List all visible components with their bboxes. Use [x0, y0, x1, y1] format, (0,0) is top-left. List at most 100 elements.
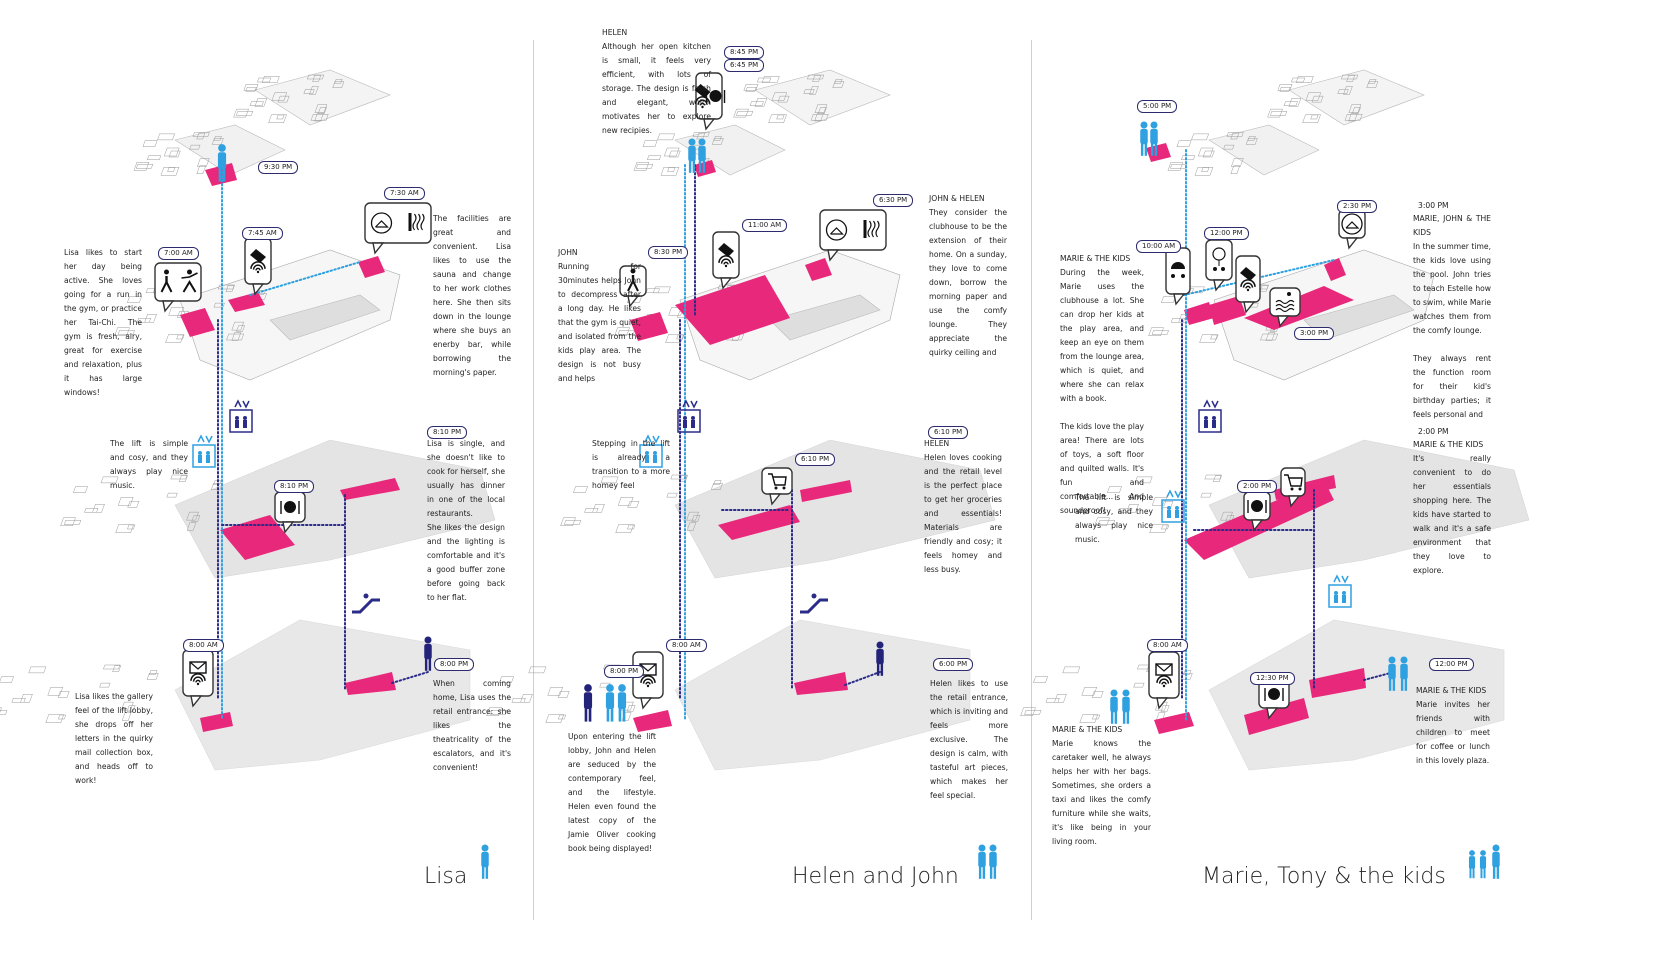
plan-detail: [692, 132, 710, 137]
plan-detail: [277, 95, 290, 103]
pool-icon: [1275, 303, 1295, 309]
highlight-zone: [1209, 296, 1246, 325]
plan-detail: [1045, 698, 1060, 703]
helen-lift-text: Stepping in the lift is already a transi…: [592, 439, 670, 490]
lisa-lift-text: The lift is simple and cosy, and they al…: [110, 439, 188, 490]
plan-detail: [1170, 318, 1186, 323]
steam-icon: [416, 213, 421, 231]
plan-detail: [757, 77, 772, 83]
person-icon: [989, 844, 997, 852]
plan-detail: [196, 132, 206, 140]
person-icon: [1388, 663, 1396, 680]
plan-detail: [1204, 474, 1222, 480]
lift-icon: [192, 444, 216, 468]
clubhouse-pool-area: [269, 294, 381, 341]
title-lisa: Lisa: [424, 864, 468, 889]
wifi-icon: [697, 99, 708, 105]
lift-icon: [1198, 409, 1222, 433]
steam-icon: [875, 220, 880, 238]
lift-icon: [198, 455, 202, 463]
person-icon: [1469, 850, 1475, 856]
person-icon: [1400, 677, 1404, 691]
callout-pointer: [627, 295, 640, 308]
person-icon: [876, 648, 884, 665]
plan-detail: [584, 508, 599, 513]
person-icon: [485, 865, 489, 879]
plan-detail: [166, 492, 178, 498]
plan-detail: [236, 325, 246, 332]
person-icon: [1468, 856, 1476, 869]
plan-detail: [1368, 79, 1377, 84]
plan-detail: [1270, 111, 1288, 116]
plan-detail: [160, 167, 180, 176]
wifi-icon: [192, 676, 204, 682]
wifi-icon: [1161, 681, 1167, 685]
lift-icon: [235, 416, 239, 420]
callout-pointer: [372, 242, 385, 255]
person-icon: [1114, 710, 1118, 724]
time-tag: 7:30 AM: [384, 187, 425, 200]
plan-detail: [1295, 76, 1314, 83]
plan-detail: [332, 81, 345, 88]
wifi-icon: [1240, 279, 1256, 287]
person-icon: [1472, 867, 1475, 879]
time-tag: 7:45 AM: [242, 227, 283, 240]
highlight-zone: [718, 505, 800, 540]
person-icon: [1110, 696, 1118, 713]
plan-detail: [663, 147, 680, 157]
plan-detail: [63, 520, 82, 525]
highlight-zone: [800, 480, 852, 502]
plan-detail: [733, 108, 749, 118]
lift-arrows-icon: [1203, 399, 1219, 409]
marie-shopping-text: MARIE & THE KIDS It's really convenient …: [1413, 440, 1491, 575]
lift-icon: [206, 451, 210, 455]
person-icon: [606, 707, 610, 722]
lift-icon: [1204, 420, 1208, 428]
callout-pointer: [1277, 315, 1290, 328]
person-icon: [1150, 128, 1158, 145]
person-icon: [978, 851, 986, 868]
cart-icon: [1298, 487, 1302, 491]
callout-pointer: [703, 118, 716, 131]
person-icon: [583, 692, 593, 709]
plate-icon: [1268, 688, 1280, 700]
plan-detail: [749, 101, 764, 106]
plan-detail: [57, 691, 70, 698]
person-icon: [698, 138, 706, 146]
stroller-icon: [1171, 274, 1175, 278]
plan-detail: [233, 108, 249, 118]
wifi-icon: [718, 255, 734, 263]
plan-detail: [167, 167, 176, 172]
plan-detail: [114, 327, 130, 336]
person-icon: [1392, 677, 1396, 691]
highlight-zone: [1244, 698, 1309, 735]
plan-detail: [665, 334, 684, 343]
time-tag: 10:00 AM: [1136, 240, 1182, 253]
person-icon: [1126, 710, 1130, 724]
lift-icon: [206, 455, 210, 463]
plan-detail: [691, 515, 701, 522]
plan-detail: [1133, 682, 1145, 688]
ground-floor-plan: [1208, 619, 1505, 771]
plan-detail: [1091, 714, 1101, 720]
plan-detail: [676, 334, 685, 340]
time-tag: 12:00 PM: [1204, 227, 1249, 240]
plan-detail: [1167, 162, 1184, 171]
book-icon: [250, 249, 266, 263]
plan-detail: [127, 296, 142, 303]
plan-detail: [696, 132, 706, 140]
plan-detail: [1202, 150, 1215, 158]
plan-detail: [678, 475, 688, 482]
plan-detail: [743, 84, 759, 91]
lift-icon: [1161, 499, 1185, 523]
person-icon: [692, 159, 696, 173]
time-tag: 8:00 AM: [183, 639, 224, 652]
person-icon: [688, 159, 692, 173]
lift-icon: [1342, 591, 1346, 595]
plan-detail: [157, 133, 175, 141]
plan-detail: [176, 334, 185, 340]
plan-detail: [211, 138, 224, 145]
person-icon: [584, 707, 588, 722]
plan-detail: [312, 75, 322, 82]
plan-detail: [271, 92, 288, 102]
